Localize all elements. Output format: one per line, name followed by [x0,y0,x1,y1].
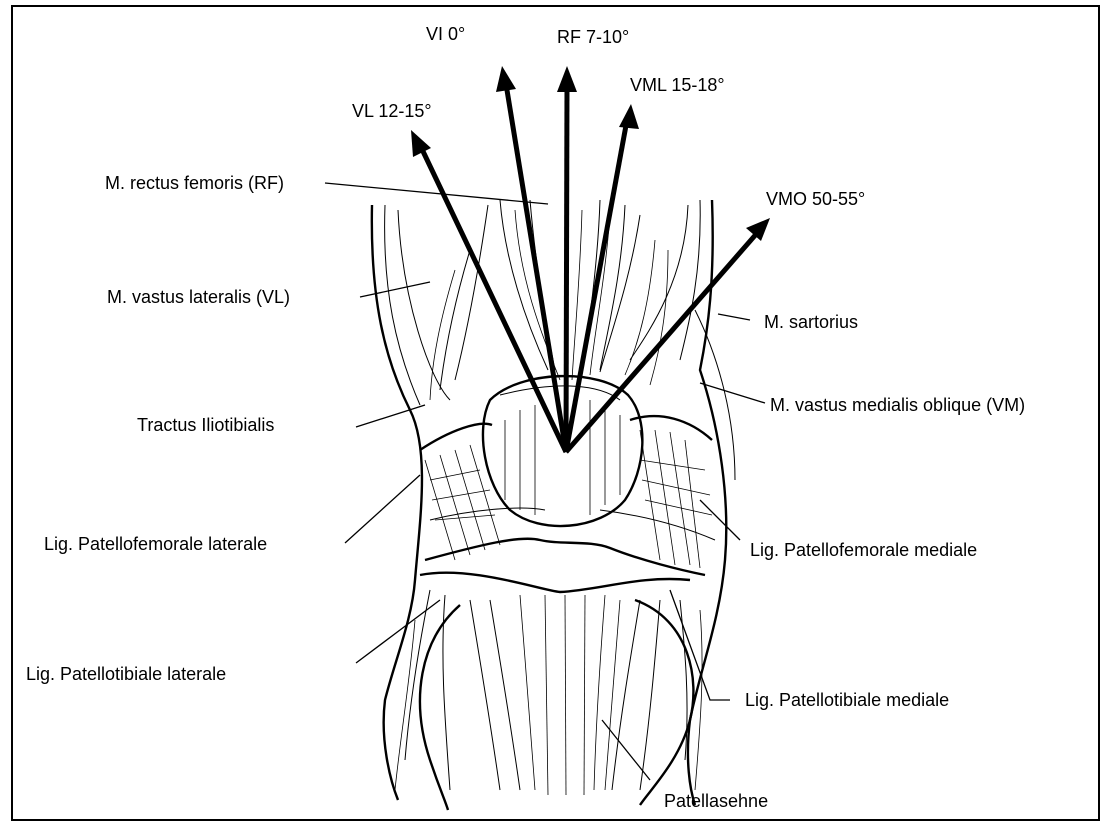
leader-rectus-femoris [325,183,548,204]
vector-vml [566,120,627,452]
label-sartorius: M. sartorius [764,312,858,332]
label-vastus-lateralis: M. vastus lateralis (VL) [107,287,290,307]
label-lig-pf-lateral: Lig. Patellofemorale laterale [44,534,267,554]
arrowhead-vl [411,130,431,157]
label-vastus-medialis: M. vastus medialis oblique (VM) [770,395,1025,415]
vmo-angle-label: VMO 50-55° [766,189,865,209]
vml-angle-label: VML 15-18° [630,75,725,95]
vi-angle-label: VI 0° [426,24,465,44]
arrowhead-rf [557,66,577,92]
arrowhead-vi [496,66,516,92]
label-lig-pt-medial: Lig. Patellotibiale mediale [745,690,949,710]
arrowhead-vmo [746,218,770,241]
vl-angle-label: VL 12-15° [352,101,432,121]
label-lig-pf-medial: Lig. Patellofemorale mediale [750,540,977,560]
vector-vi [506,84,566,452]
leader-lig-pf-medial [700,500,740,540]
force-vectors [411,66,770,452]
vector-vmo [566,232,758,452]
label-patellasehne: Patellasehne [664,791,768,811]
arrowhead-vml [619,104,639,129]
leader-patellasehne [602,720,650,780]
leader-vastus-lateralis [360,282,430,297]
vector-rf [566,84,567,452]
knee-illustration [372,200,735,810]
label-tractus: Tractus Iliotibialis [137,415,274,435]
label-rectus-femoris: M. rectus femoris (RF) [105,173,284,193]
leader-lig-pf-lateral [345,475,420,543]
label-lig-pt-lateral: Lig. Patellotibiale laterale [26,664,226,684]
vector-vl [420,145,566,452]
leader-sartorius [718,314,750,320]
rf-angle-label: RF 7-10° [557,27,629,47]
leader-lines [325,183,765,780]
leader-lig-pt-medial [670,590,730,700]
